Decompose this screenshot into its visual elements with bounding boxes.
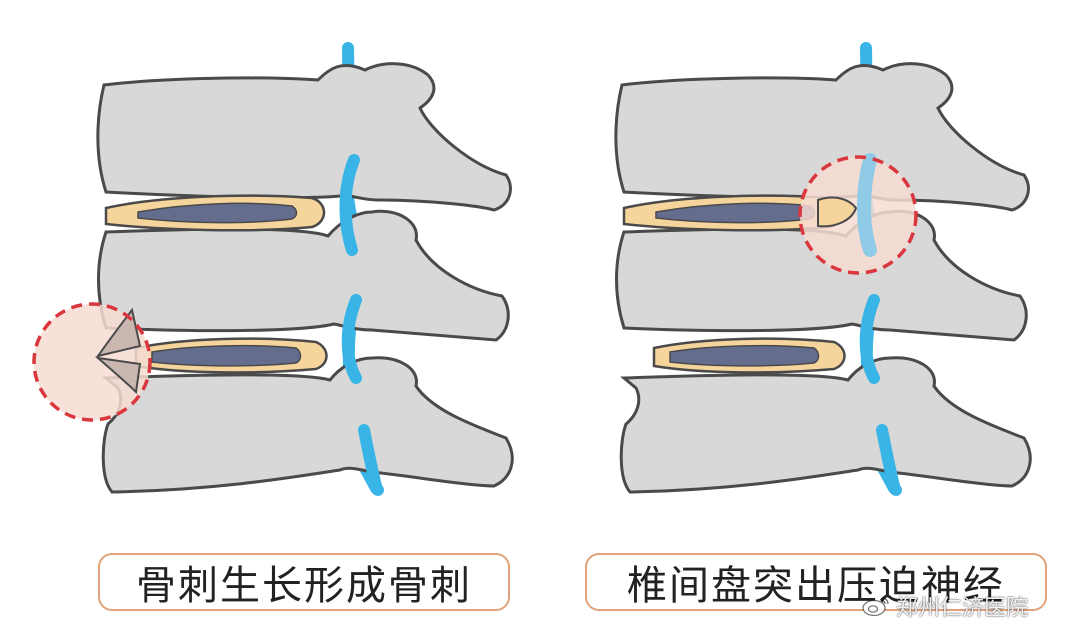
weibo-icon	[862, 597, 889, 617]
right-vertebra-3	[619, 356, 1032, 494]
left-disc-lower	[134, 337, 328, 374]
right-disc-lower	[652, 337, 846, 374]
bone-spur-highlight	[32, 302, 152, 422]
left-vertebra-1	[96, 62, 512, 212]
right-spine	[614, 42, 1032, 496]
herniation-highlight	[798, 153, 918, 275]
watermark-text: 郑州仁济医院	[896, 596, 1029, 621]
watermark: 郑州仁济医院	[862, 591, 1028, 621]
caption-disc-herniation: 椎间盘突出压迫神经	[585, 553, 1047, 611]
left-disc-upper	[104, 194, 326, 232]
left-vertebra-2	[97, 209, 510, 342]
caption-bone-spur: 骨刺生长形成骨刺	[98, 553, 510, 611]
left-vertebra-3	[101, 356, 514, 494]
left-spine	[32, 42, 514, 496]
